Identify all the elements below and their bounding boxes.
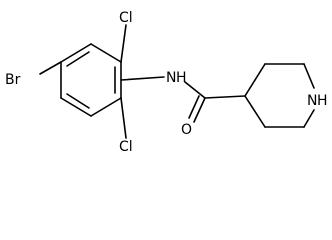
amide-hydrogen-label: H bbox=[176, 70, 187, 86]
chlorine-bottom-label: Cl bbox=[119, 139, 133, 154]
bond-r3-n bbox=[303, 63, 315, 89]
bond-c2-c3 bbox=[90, 43, 122, 63]
bond-n-r5 bbox=[303, 109, 315, 128]
bromine-label: Br bbox=[5, 72, 21, 88]
bond-c1-c2 bbox=[60, 43, 92, 63]
bond-c-cl-bottom bbox=[120, 97, 127, 139]
bond-n-carbonyl bbox=[184, 81, 206, 99]
double-bond-inner-3 bbox=[66, 93, 90, 109]
chlorine-top-label: Cl bbox=[119, 10, 133, 26]
piperidine-ring bbox=[244, 63, 315, 128]
bond-r6-r1 bbox=[244, 95, 266, 128]
chemical-structure: Br Cl Cl N H O N H bbox=[5, 10, 328, 154]
bond-c-o-1 bbox=[193, 97, 206, 123]
carbonyl-oxygen-label: O bbox=[181, 122, 192, 138]
benzene-ring bbox=[60, 43, 122, 117]
amide-nitrogen-label: N bbox=[166, 70, 176, 86]
bond-c-br bbox=[39, 61, 62, 75]
bond-c-n-amide bbox=[120, 76, 165, 81]
bond-carbonyl-ring bbox=[204, 95, 246, 99]
bond-r1-r2 bbox=[244, 63, 266, 97]
ring-hydrogen-label: H bbox=[317, 93, 328, 109]
double-bond-inner-1 bbox=[66, 51, 90, 67]
bond-c5-c6 bbox=[60, 97, 92, 117]
bond-c-o-2 bbox=[188, 95, 200, 119]
bond-c-cl-top bbox=[120, 24, 127, 63]
ring-nitrogen-label: N bbox=[307, 93, 317, 109]
bond-c4-c5 bbox=[90, 97, 122, 117]
